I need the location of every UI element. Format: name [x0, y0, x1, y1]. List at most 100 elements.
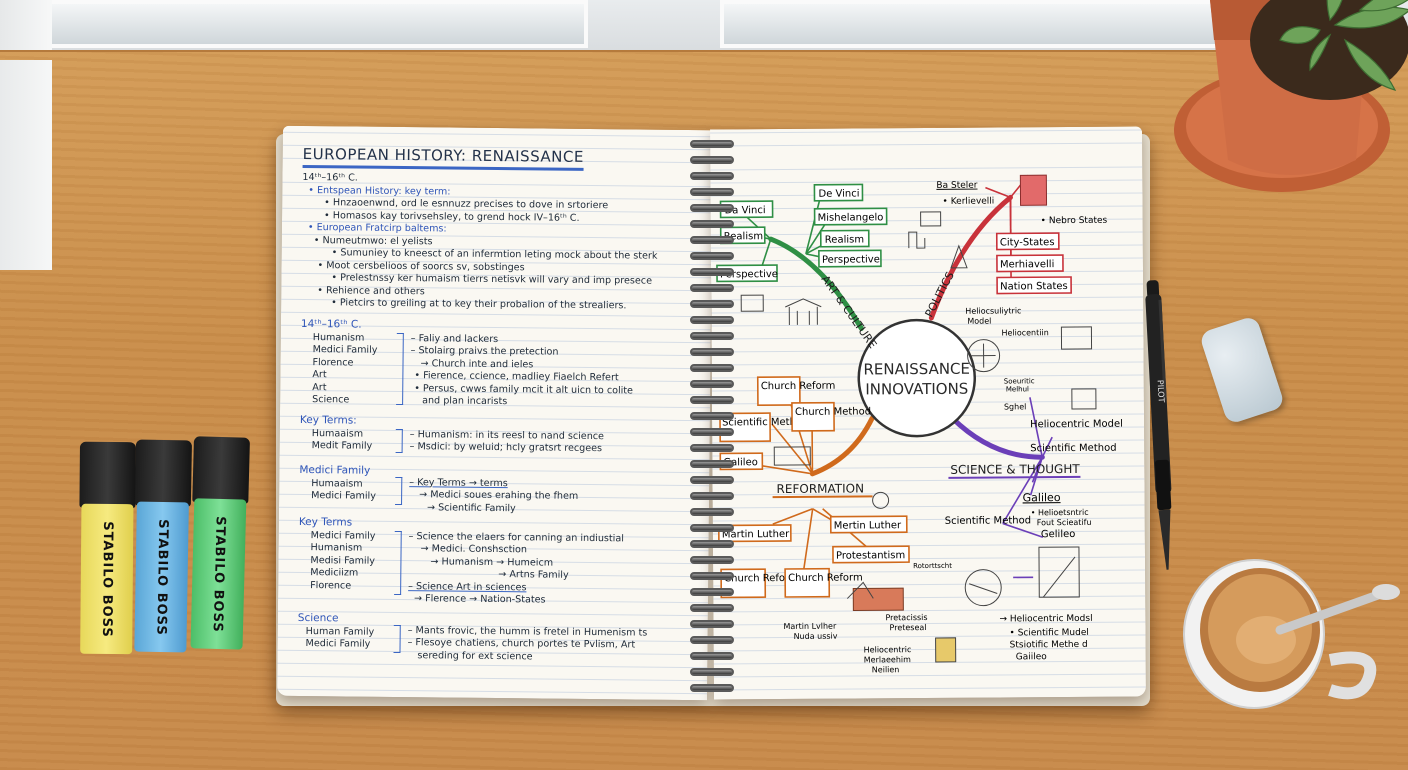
spiral-ring — [690, 364, 734, 372]
note-text: Model — [967, 317, 991, 326]
node-label: Mishelangelo — [818, 212, 884, 223]
note-text: Gaiileo — [1016, 652, 1048, 662]
spiral-ring — [690, 540, 734, 548]
politics-sketch — [908, 175, 1047, 268]
term-item: Humanism — [313, 332, 378, 345]
note-text: Pretacissis — [885, 613, 927, 622]
highlighter-cap — [79, 442, 136, 508]
note-text: Merlaeehim — [864, 655, 911, 664]
mind-map: RENAISSANCE INNOVATIONS ART & CULTURE Da… — [710, 126, 1146, 699]
window-pane — [40, 0, 588, 48]
note-line: • Pietcirs to greiling at to key their p… — [301, 297, 691, 314]
spiral-ring — [690, 428, 734, 436]
term-item: Medit Family — [312, 440, 373, 453]
term-item: Human Family — [306, 626, 375, 639]
center-label: RENAISSANCE — [863, 360, 970, 379]
node-label: Protestantism — [836, 550, 905, 561]
node-label: Nation States — [1000, 281, 1068, 292]
spiral-ring — [690, 572, 734, 580]
note-line: → Scientific Family — [409, 502, 578, 516]
brace — [393, 624, 400, 652]
term-item: Science — [312, 394, 377, 407]
art-sketch — [741, 295, 821, 326]
spiral-ring — [690, 476, 734, 484]
highlighter-brand: STABILO BOSS — [99, 521, 115, 638]
node-label: City-States — [1000, 237, 1055, 248]
branch-science — [952, 417, 1042, 458]
node-label: Ba Steler — [936, 181, 977, 191]
term-item: Medisi Family — [310, 555, 375, 568]
node-label: Mertin Luther — [834, 520, 902, 531]
note-line: → Medici soues erahing the fhem — [409, 489, 578, 503]
pen-brand: PILOT — [1156, 380, 1166, 403]
center-label: INNOVATIONS — [865, 380, 968, 399]
note-text: • Scientific Mudel — [1010, 628, 1089, 639]
spiral-ring — [690, 156, 734, 164]
left-page: EUROPEAN HISTORY: RENAISSANCE 14ᵗʰ–16ᵗʰ … — [277, 126, 713, 700]
coffee-cup[interactable] — [1180, 550, 1408, 730]
term-item: Art — [312, 382, 377, 395]
note-line: and plan incarists — [410, 395, 633, 410]
spiral-ring — [690, 220, 734, 228]
window-frame — [0, 60, 52, 270]
spiral-ring — [690, 556, 734, 564]
spiral-ring — [690, 348, 734, 356]
spiral-ring — [690, 332, 734, 340]
branch-label-reformation: REFORMATION — [776, 481, 864, 496]
term-item: Humaaism — [312, 428, 373, 441]
window-pane — [720, 0, 1228, 48]
highlighter-brand: STABILO BOSS — [153, 519, 170, 636]
term-item: Humanism — [311, 542, 376, 555]
notes-section: Medici Family Humaaism Medici Family – K… — [299, 463, 690, 517]
notes-section: Science Human Family Medici Family – Man… — [297, 611, 688, 675]
spiral-ring — [690, 460, 734, 468]
spiral-ring — [690, 284, 734, 292]
spiral-ring — [690, 140, 734, 148]
note-text: → Heliocentric Modsl — [999, 614, 1092, 625]
notes-section: 14ᵗʰ–16ᵗʰ C. Humanism Medici Family Flor… — [300, 317, 691, 413]
note-text: Heliocsuliytric — [965, 306, 1021, 315]
node-label: Church Reform — [761, 381, 836, 393]
note-text: Fout Scieatifu — [1037, 518, 1092, 527]
note-text: Preteseal — [889, 623, 926, 632]
note-text: Soeuritic — [1004, 377, 1035, 385]
spiral-ring — [690, 508, 734, 516]
spiral-ring — [690, 188, 734, 196]
node-label: Perspective — [822, 254, 880, 265]
spiral-ring — [690, 396, 734, 404]
potted-plant — [1170, 0, 1408, 230]
term-item: Art — [312, 369, 377, 382]
blue-highlighter[interactable]: STABILO BOSS — [136, 440, 192, 441]
note-text: Sghel — [1004, 402, 1026, 411]
spiral-ring — [690, 172, 734, 180]
spiral-ring — [690, 204, 734, 212]
spiral-ring — [690, 620, 734, 628]
note-text: • Helioetsntric — [1031, 508, 1089, 517]
spiral-ring — [690, 316, 734, 324]
spiral-notebook: EUROPEAN HISTORY: RENAISSANCE 14ᵗʰ–16ᵗʰ … — [280, 128, 1146, 706]
note-text: Melhul — [1006, 385, 1029, 393]
spiral-ring — [690, 588, 734, 596]
node-label: De Vinci — [818, 188, 859, 199]
node-label: Scientific Method — [945, 515, 1031, 527]
notes-section: Key Terms Medici Family Humanism Medisi … — [298, 515, 689, 611]
term-item: Humaaism — [311, 478, 376, 491]
note-line: – Msdici: by weluid; hcly gratsrt recgee… — [410, 441, 604, 456]
node-label: Realism — [825, 234, 864, 245]
spiral-ring — [690, 668, 734, 676]
brace — [396, 332, 404, 404]
branch-label-politics: POLITICS — [922, 270, 956, 320]
page-title: EUROPEAN HISTORY: RENAISSANCE — [303, 145, 584, 171]
term-item: Mediciizm — [310, 567, 375, 580]
note-text: – Humanism: in its reesl to nand science — [410, 429, 604, 442]
term-item: Medici Family — [313, 344, 378, 357]
note-line: → Humanism → Humeicm — [408, 556, 623, 571]
highlighter-brand: STABILO BOSS — [209, 516, 227, 633]
note-text: Nuda ussiv — [794, 632, 838, 641]
term-item: Florence — [312, 357, 377, 370]
spiral-ring — [690, 252, 734, 260]
brace — [396, 428, 403, 452]
note-text: Heliocentiin — [1001, 328, 1048, 337]
node-label: Galileo — [1023, 491, 1061, 504]
